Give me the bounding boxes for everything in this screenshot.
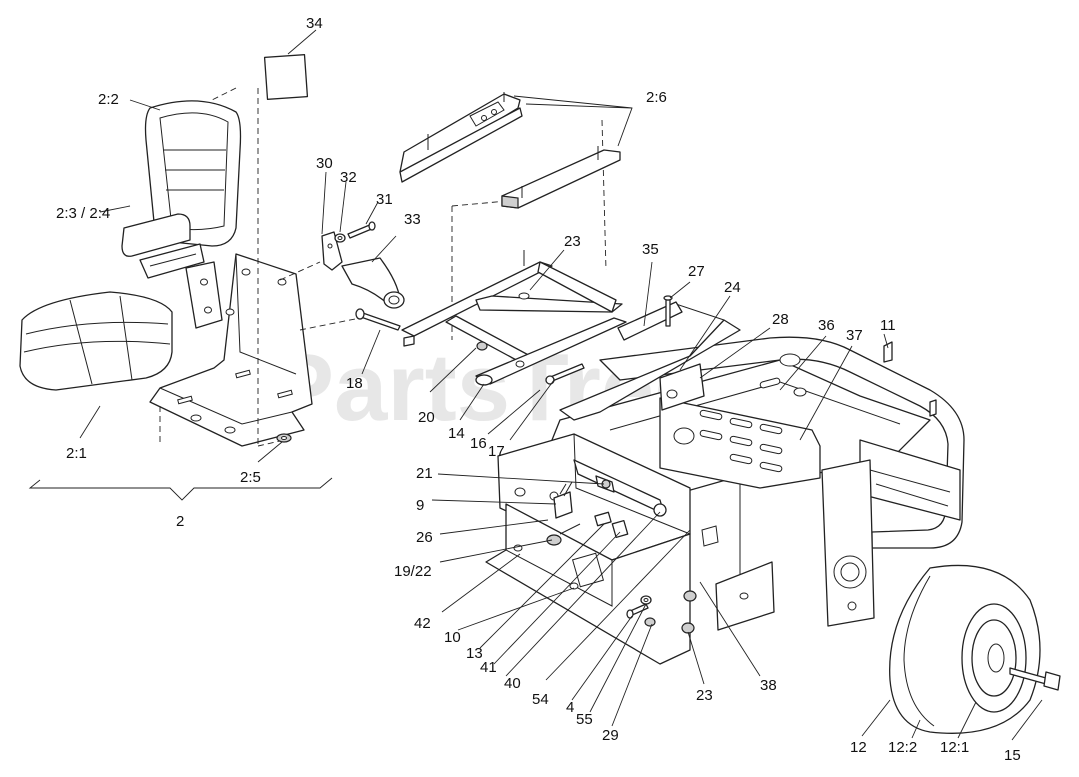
callout-27: 27 xyxy=(688,263,705,280)
callout-10: 10 xyxy=(444,629,461,646)
bolt-27[interactable] xyxy=(663,295,673,327)
callout-54: 54 xyxy=(532,691,549,708)
callout-11: 11 xyxy=(880,317,896,334)
seat-armrest-pad[interactable] xyxy=(121,213,205,279)
callout-26: 26 xyxy=(416,529,433,546)
seat-latch-bracket-30[interactable] xyxy=(321,231,343,271)
callout-18: 18 xyxy=(346,375,363,392)
callout-2-3-2-4: 2:3 / 2:4 xyxy=(56,205,110,222)
washer-55[interactable] xyxy=(640,595,652,605)
seat-washer-2-5[interactable] xyxy=(276,433,292,443)
wheel-bolt-15[interactable] xyxy=(1009,667,1061,691)
chassis-side-plate[interactable] xyxy=(659,397,821,489)
callout-2-2: 2:2 xyxy=(98,91,119,108)
pivot-bolt-18[interactable] xyxy=(355,308,401,331)
callout-14: 14 xyxy=(448,425,465,442)
rocker-switch-41[interactable] xyxy=(611,519,629,539)
seat-back-cushion[interactable] xyxy=(144,100,242,247)
callout-23-lower: 23 xyxy=(696,687,713,704)
callout-55: 55 xyxy=(576,711,593,728)
control-rod-54[interactable] xyxy=(573,459,667,517)
bolt-16-17[interactable] xyxy=(545,363,585,385)
seat-slide-rail-left[interactable] xyxy=(399,92,523,183)
callout-2-6: 2:6 xyxy=(646,89,667,106)
switch-component-9[interactable] xyxy=(553,481,573,519)
callout-2: 2 xyxy=(176,513,184,530)
seat-pan-bracket[interactable] xyxy=(149,253,313,447)
seat-support-frame[interactable] xyxy=(401,250,623,363)
callout-33: 33 xyxy=(404,211,421,228)
tube-sleeve-33[interactable] xyxy=(341,257,405,309)
callout-4: 4 xyxy=(566,699,574,716)
callout-40: 40 xyxy=(504,675,521,692)
leader-lines xyxy=(28,29,1043,741)
callout-15: 15 xyxy=(1004,747,1021,764)
knob-19-22[interactable] xyxy=(546,523,581,546)
callout-20: 20 xyxy=(418,409,435,426)
callout-23-upper: 23 xyxy=(564,233,581,250)
callout-13: 13 xyxy=(466,645,483,662)
seat-hinge-plate[interactable] xyxy=(185,261,223,329)
washer-32[interactable] xyxy=(334,233,346,243)
callout-38: 38 xyxy=(760,677,777,694)
seat-decal-34 xyxy=(263,54,309,100)
callout-17: 17 xyxy=(488,443,505,460)
callout-16: 16 xyxy=(470,435,487,452)
callout-9: 9 xyxy=(416,497,424,514)
callout-42: 42 xyxy=(414,615,431,632)
callout-41: 41 xyxy=(480,659,497,676)
seat-cushion[interactable] xyxy=(19,291,173,391)
callout-2-1: 2:1 xyxy=(66,445,87,462)
nut-20[interactable] xyxy=(476,341,488,351)
callout-2-5: 2:5 xyxy=(240,469,261,486)
callout-30: 30 xyxy=(316,155,333,172)
callout-24: 24 xyxy=(724,279,741,296)
callout-37: 37 xyxy=(846,327,863,344)
bolt-31[interactable] xyxy=(347,221,376,239)
cross-rod-21[interactable] xyxy=(595,475,615,493)
callout-36: 36 xyxy=(818,317,835,334)
seat-slide-rail-right[interactable] xyxy=(501,146,621,209)
pivot-rod-14[interactable] xyxy=(475,317,627,386)
bracket-38[interactable] xyxy=(701,525,775,631)
rear-wheel-tire[interactable] xyxy=(889,564,1041,734)
nut-29[interactable] xyxy=(644,617,656,627)
callout-12: 12 xyxy=(850,739,867,756)
callout-34: 34 xyxy=(306,15,323,32)
callout-31: 31 xyxy=(376,191,393,208)
callout-29: 29 xyxy=(602,727,619,744)
callout-12-1: 12:1 xyxy=(940,739,969,756)
rocker-switch-13[interactable] xyxy=(594,511,612,527)
control-bracket-24-28[interactable] xyxy=(659,300,705,411)
callout-32: 32 xyxy=(340,169,357,186)
callout-12-2: 12:2 xyxy=(888,739,917,756)
lower-front-panel[interactable] xyxy=(485,503,691,665)
callout-28: 28 xyxy=(772,311,789,328)
callout-19-22: 19/22 xyxy=(394,563,432,580)
callout-35: 35 xyxy=(642,241,659,258)
callout-21: 21 xyxy=(416,465,433,482)
